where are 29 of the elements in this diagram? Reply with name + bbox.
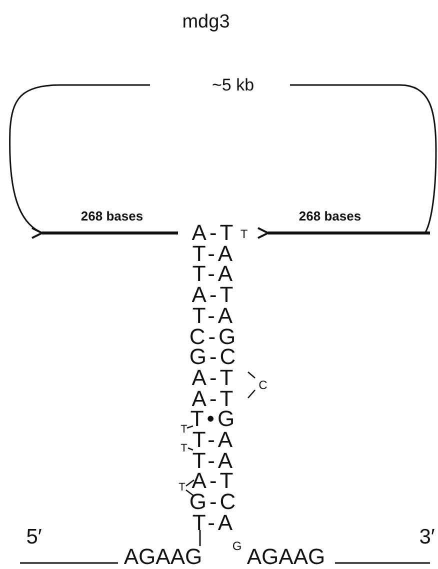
- strand-end-label: 3′: [419, 526, 435, 548]
- base-pair: G-C: [189, 491, 239, 514]
- length-label: ~5 kb: [212, 76, 254, 94]
- base-pair: T-A: [192, 512, 236, 534]
- base-letter: T: [180, 424, 188, 436]
- base-pair: A-T: [192, 470, 236, 492]
- base-pair: A-T: [192, 388, 236, 410]
- length-label: 268 bases: [80, 210, 144, 222]
- base-letter: C: [258, 379, 268, 391]
- base-pair: A-T: [192, 284, 236, 306]
- base-letter: T: [240, 228, 248, 240]
- base-pair: T-A: [192, 242, 236, 265]
- base-pair: T-A: [192, 429, 236, 451]
- title: mdg3: [182, 12, 230, 32]
- base-letter: T: [180, 444, 188, 454]
- base-pair: T-A: [192, 304, 236, 327]
- sequence-text: AGAAG: [246, 546, 326, 568]
- base-letter: T: [178, 482, 186, 494]
- base-letter: G: [232, 540, 242, 552]
- base-pair: T•G: [190, 408, 238, 430]
- strand-end-label: 5′: [26, 526, 42, 548]
- base-pair: G-C: [189, 346, 239, 368]
- base-pair: T-A: [192, 263, 236, 286]
- length-label: 268 bases: [298, 210, 362, 222]
- base-pair: A-T: [192, 366, 236, 389]
- base-pair: C-G: [189, 326, 239, 348]
- base-pair: A-T: [192, 222, 236, 244]
- base-pair: T-A: [192, 450, 236, 472]
- sequence-text: AGAAG: [124, 546, 202, 568]
